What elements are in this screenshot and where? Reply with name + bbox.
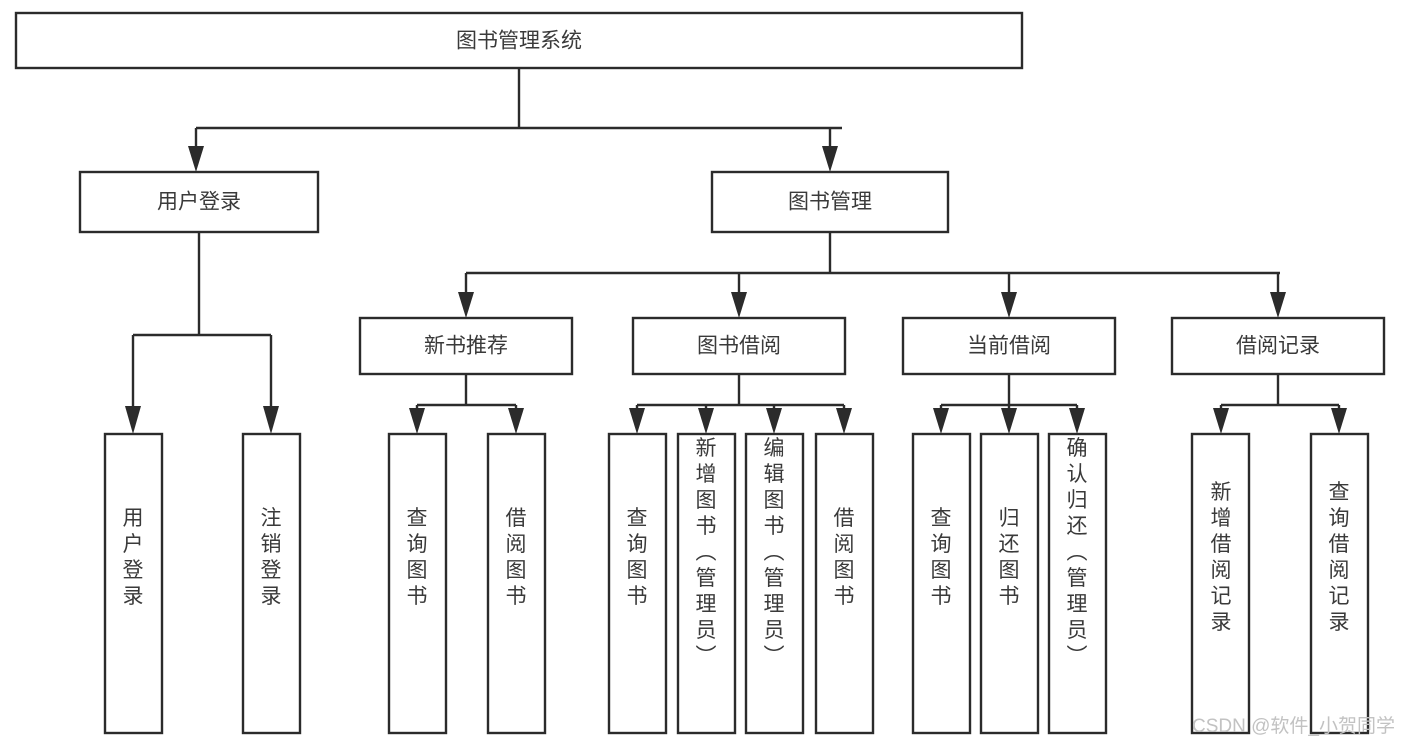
- leaf-box: [744, 432, 805, 735]
- leaf-label: 确认归还︵管理员︶: [1067, 437, 1088, 668]
- leaf-node-currentborrow-query-book[interactable]: 查询图书: [911, 432, 972, 735]
- node-root-label: 图书管理系统: [456, 30, 582, 53]
- leaf-node-bookborrow-query-book[interactable]: 查询图书: [607, 432, 668, 735]
- node-new-book-recommend-box: [358, 316, 574, 376]
- node-book-management[interactable]: 图书管理: [710, 170, 950, 234]
- leaf-node-newbook-borrow-book[interactable]: 借阅图书: [486, 432, 547, 735]
- node-book-borrow-box: [631, 316, 847, 376]
- leaf-label: 归还图书: [999, 507, 1020, 608]
- node-current-borrow-box: [901, 316, 1117, 376]
- leaf-label: 查询借阅记录: [1329, 481, 1350, 634]
- node-current-borrow-label: 当前借阅: [967, 335, 1051, 358]
- connectors-borrowrecord-to-leaves: [1213, 374, 1347, 434]
- leaf-label: 借阅图书: [506, 507, 527, 608]
- leaf-box: [911, 432, 972, 735]
- leaf-node-currentborrow-confirm-return-admin[interactable]: 确认归还︵管理员︶: [1047, 432, 1108, 735]
- node-book-borrow[interactable]: 图书借阅: [631, 316, 847, 376]
- leaf-node-currentborrow-return-book[interactable]: 归还图书: [979, 432, 1040, 735]
- leaf-box: [486, 432, 547, 735]
- leaf-node-borrowrecord-add-record[interactable]: 新增借阅记录: [1190, 432, 1251, 735]
- node-new-book-recommend[interactable]: 新书推荐: [358, 316, 574, 376]
- leaf-label: 查询图书: [407, 507, 428, 608]
- leaf-box: [1190, 432, 1251, 735]
- leaf-box: [814, 432, 875, 735]
- leaf-label: 新增图书︵管理员︶: [696, 437, 717, 668]
- node-borrow-record-label: 借阅记录: [1236, 335, 1320, 358]
- leaf-node-bookborrow-edit-book-admin[interactable]: 编辑图书︵管理员︶: [744, 432, 805, 735]
- node-borrow-record[interactable]: 借阅记录: [1170, 316, 1386, 376]
- leaf-box: [979, 432, 1040, 735]
- connectors-bookborrow-to-leaves: [629, 374, 852, 434]
- leaf-label: 借阅图书: [834, 507, 855, 608]
- node-current-borrow[interactable]: 当前借阅: [901, 316, 1117, 376]
- node-root-box: [14, 11, 1024, 70]
- leaf-label: 查询图书: [627, 507, 648, 608]
- leaf-node-bookborrow-borrow-book[interactable]: 借阅图书: [814, 432, 875, 735]
- connectors-currentborrow-to-leaves: [933, 374, 1085, 434]
- leaf-box: [1309, 432, 1370, 735]
- connectors-bookmgmt-to-level3: [458, 232, 1286, 318]
- node-book-management-label: 图书管理: [788, 191, 872, 214]
- node-book-management-box: [710, 170, 950, 234]
- node-book-borrow-label: 图书借阅: [697, 335, 781, 358]
- leaf-box: [103, 432, 164, 735]
- leaf-label: 用户登录: [123, 507, 144, 608]
- csdn-watermark: CSDN @软件_小贺同学: [1192, 715, 1395, 737]
- leaf-node-newbook-query-book[interactable]: 查询图书: [387, 432, 448, 735]
- leaf-node-borrowrecord-query-record[interactable]: 查询借阅记录: [1309, 432, 1370, 735]
- leaf-box: [387, 432, 448, 735]
- leaf-node-bookborrow-add-book-admin[interactable]: 新增图书︵管理员︶: [676, 432, 737, 735]
- leaf-node-user-login-login[interactable]: 用户登录: [103, 432, 164, 735]
- leaf-label: 新增借阅记录: [1211, 481, 1232, 634]
- connectors-newbook-to-leaves: [409, 374, 524, 434]
- leaf-label: 编辑图书︵管理员︶: [764, 437, 785, 668]
- leaf-label: 查询图书: [931, 507, 952, 608]
- node-new-book-recommend-label: 新书推荐: [424, 335, 508, 358]
- node-borrow-record-box: [1170, 316, 1386, 376]
- node-user-login-box: [78, 170, 320, 234]
- leaf-box: [1047, 432, 1108, 735]
- leaf-node-user-logout[interactable]: 注销登录: [241, 432, 302, 735]
- node-user-login[interactable]: 用户登录: [78, 170, 320, 234]
- connectors-root-to-level2: [188, 68, 842, 172]
- node-user-login-label: 用户登录: [157, 191, 241, 214]
- leaf-box: [241, 432, 302, 735]
- node-root-book-management-system[interactable]: 图书管理系统: [14, 11, 1024, 70]
- leaf-label: 注销登录: [261, 507, 282, 608]
- leaf-box: [607, 432, 668, 735]
- leaf-box: [676, 432, 737, 735]
- connectors-userlogin-to-leaves: [125, 232, 279, 434]
